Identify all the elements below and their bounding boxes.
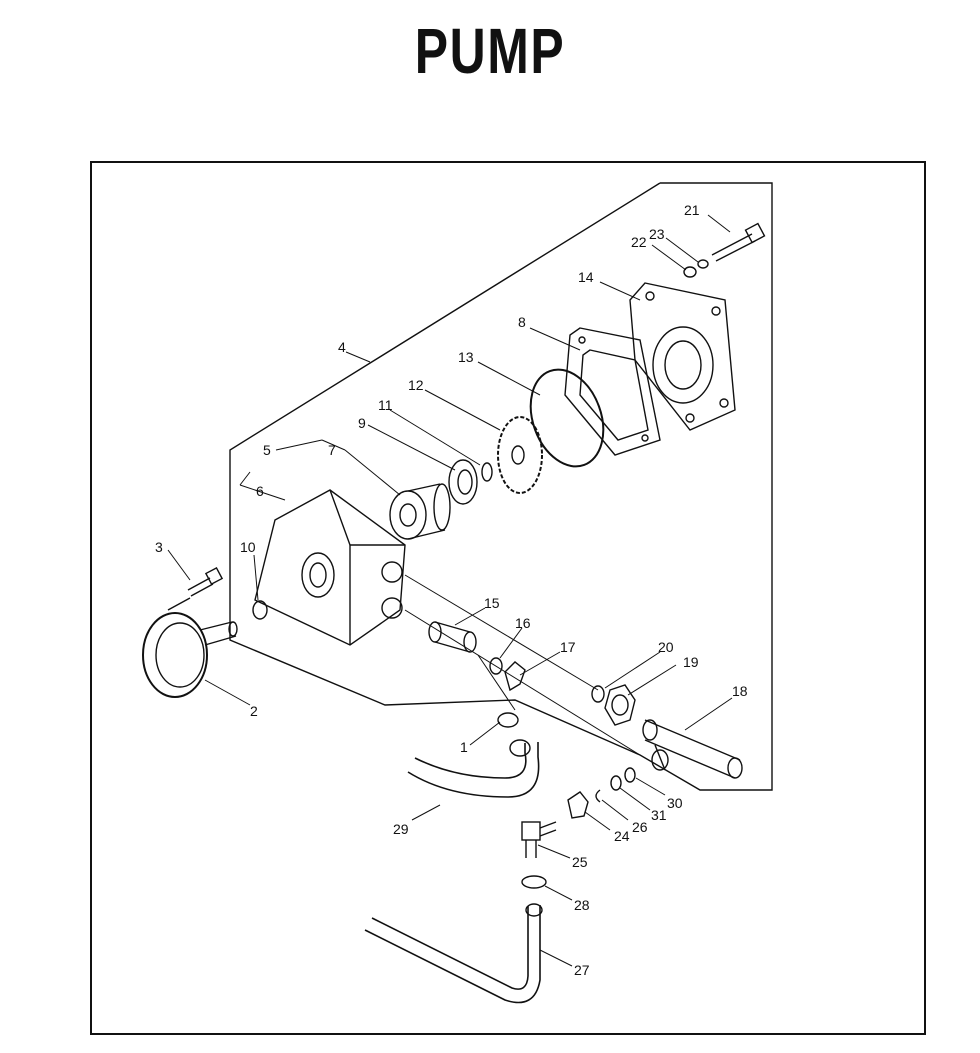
callout-23: 23 xyxy=(649,226,665,242)
part-oring-13 xyxy=(529,368,605,468)
callout-2: 2 xyxy=(250,703,258,719)
callout-18: 18 xyxy=(732,683,748,699)
part-hose-27-end xyxy=(525,903,543,917)
callout-8: 8 xyxy=(518,314,526,330)
part-gasket-8 xyxy=(564,327,661,456)
callout-27: 27 xyxy=(574,962,590,978)
callout-6: 6 xyxy=(256,483,264,499)
callout-13: 13 xyxy=(458,349,474,365)
part-bolt-21 xyxy=(711,222,766,262)
assembly-outline xyxy=(229,182,773,791)
callout-3: 3 xyxy=(155,539,163,555)
callout-12: 12 xyxy=(408,377,424,393)
part-housing-6 xyxy=(254,489,406,646)
part-elbow-25 xyxy=(521,821,557,858)
callout-16: 16 xyxy=(515,615,531,631)
callout-30: 30 xyxy=(667,795,683,811)
callout-24: 24 xyxy=(614,828,630,844)
part-washer-31 xyxy=(610,775,622,791)
part-hose-27 xyxy=(364,905,541,1004)
callout-14: 14 xyxy=(578,269,594,285)
callout-25: 25 xyxy=(572,854,588,870)
part-washer-23 xyxy=(697,259,709,269)
part-wingnut-24 xyxy=(567,791,589,819)
part-oring-10 xyxy=(252,600,268,620)
part-tee-18 xyxy=(642,719,743,779)
part-wingnut-17 xyxy=(504,661,526,692)
callout-31: 31 xyxy=(651,807,667,823)
callout-7: 7 xyxy=(328,442,336,458)
part-cover-14 xyxy=(629,282,736,431)
part-hose-29 xyxy=(407,742,540,798)
callout-22: 22 xyxy=(631,234,647,250)
part-snapring-11 xyxy=(481,462,493,482)
callout-4: 4 xyxy=(338,339,346,355)
part-nut-19 xyxy=(604,684,636,726)
part-impeller-12 xyxy=(497,416,543,494)
callout-19: 19 xyxy=(683,654,699,670)
part-washer-16 xyxy=(489,657,503,675)
callout-5: 5 xyxy=(263,442,271,458)
part-washer-30 xyxy=(624,767,636,783)
callout-28: 28 xyxy=(574,897,590,913)
callout-15: 15 xyxy=(484,595,500,611)
part-seal-7 xyxy=(389,483,451,540)
part-hose-29-end xyxy=(509,739,531,757)
callout-26: 26 xyxy=(632,819,648,835)
callout-11: 11 xyxy=(378,397,393,413)
part-clamp-1 xyxy=(497,712,519,728)
part-washer-22 xyxy=(683,266,697,278)
part-oring-20 xyxy=(591,685,605,703)
part-pulley-2 xyxy=(142,597,238,698)
callout-17: 17 xyxy=(560,639,576,655)
callout-1: 1 xyxy=(460,739,468,755)
callout-21: 21 xyxy=(684,202,700,218)
callout-9: 9 xyxy=(358,415,366,431)
part-bearing-9 xyxy=(448,459,478,505)
part-fitting-15 xyxy=(428,621,477,653)
leader-lines xyxy=(167,214,733,967)
callout-10: 10 xyxy=(240,539,256,555)
callout-20: 20 xyxy=(658,639,674,655)
diagram-frame xyxy=(90,161,926,1035)
part-bolt-3 xyxy=(187,566,224,597)
part-clamp-28 xyxy=(521,875,547,889)
part-clip-26 xyxy=(595,789,601,803)
page-title: PUMP xyxy=(414,15,566,87)
callout-29: 29 xyxy=(393,821,409,837)
